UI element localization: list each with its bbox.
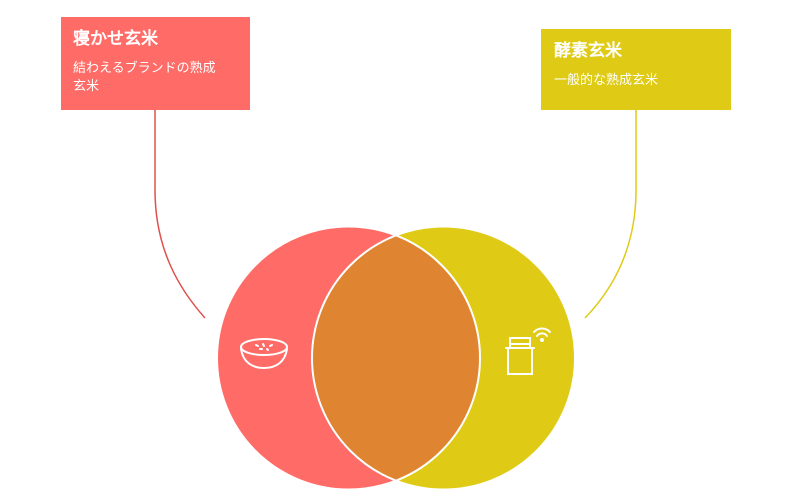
right-set-label: 酵素玄米 一般的な熟成玄米: [541, 29, 731, 110]
right-set-title: 酵素玄米: [554, 41, 622, 61]
rice-bowl-icon: [240, 338, 288, 370]
right-set-description: 一般的な熟成玄米: [554, 73, 659, 88]
smart-container-icon: [505, 327, 551, 375]
left-set-title: 寝かせ玄米: [73, 29, 158, 49]
left-set-label: 寝かせ玄米 結わえるブランドの熟成玄米: [61, 17, 250, 110]
right-connector-line: [584, 110, 637, 319]
left-set-description: 結わえるブランドの熟成玄米: [73, 61, 216, 94]
intersection-region: [312, 226, 480, 490]
left-connector-line: [154, 110, 206, 319]
